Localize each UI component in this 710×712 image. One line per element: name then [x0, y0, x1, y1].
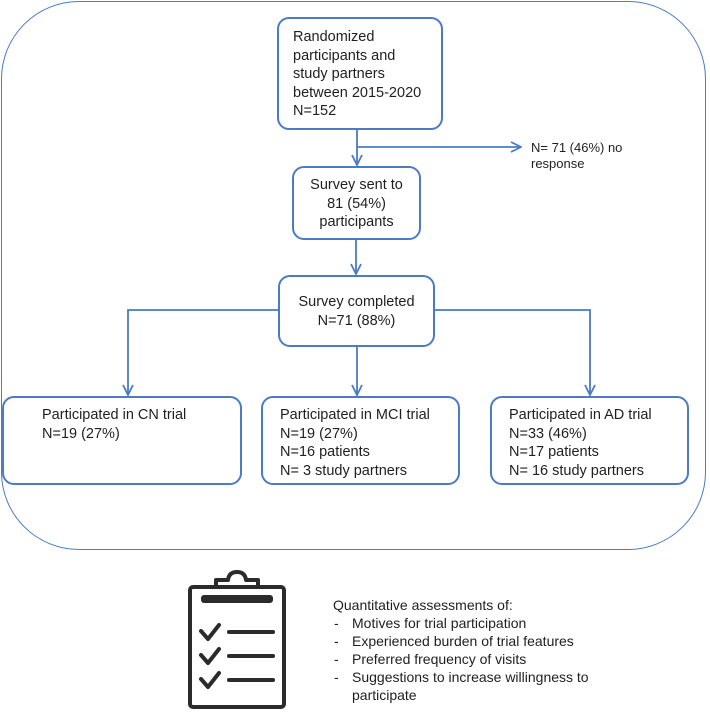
assessments-title: Quantitative assessments of:: [333, 597, 513, 613]
assessment-item: Experienced burden of trial features: [333, 632, 589, 650]
mci-trial-line: N=16 patients: [280, 444, 370, 460]
cn-trial-count: N=19 (27%): [42, 425, 120, 442]
survey-completed-line: Survey completed: [298, 294, 415, 310]
survey-sent-box: Survey sent to 81 (54%) participants: [292, 166, 421, 240]
no-response-note: N= 71 (46%) no response: [531, 140, 622, 172]
assessments-list: Quantitative assessments of: Motives for…: [333, 596, 589, 704]
ad-trial-box: Participated in AD trial N=33 (46%) N=17…: [490, 396, 689, 485]
survey-sent-line: 81 (54%): [327, 195, 386, 212]
assessment-item: Preferred frequency of visits: [333, 650, 589, 668]
assessment-item-text: Motives for trial participation: [352, 615, 527, 631]
survey-completed-count: N=71 (88%): [317, 312, 396, 329]
ad-trial-line: N=17 patients: [509, 444, 599, 460]
mci-trial-line: Participated in MCI trial: [280, 407, 430, 423]
assessment-item-text: Suggestions to increase willingness to: [352, 669, 589, 685]
survey-completed-box: Survey completed N=71 (88%): [278, 275, 435, 347]
randomized-line: between 2015-2020: [293, 84, 422, 101]
randomized-line: participants and: [293, 47, 396, 64]
mci-trial-count: N=19 (27%): [280, 425, 358, 442]
mci-trial-line: N= 3 study partners: [280, 462, 407, 479]
randomized-line: Randomized: [293, 29, 375, 45]
ad-trial-line: N= 16 study partners: [509, 462, 645, 479]
randomized-box: Randomized participants and study partne…: [277, 17, 443, 130]
arrow-completed-to-ad-trial: [434, 309, 590, 395]
survey-sent-line: Survey sent to: [310, 177, 403, 193]
survey-sent-line: participants: [319, 214, 394, 230]
ad-trial-count: N=33 (46%): [509, 425, 587, 442]
clipboard-checklist-icon: [188, 570, 286, 709]
cn-trial-box: Participated in CN trial N=19 (27%): [2, 396, 242, 485]
no-response-line: response: [531, 156, 585, 171]
assessment-item: Suggestions to increase willingness to p…: [333, 668, 589, 704]
no-response-line: N= 71 (46%) no: [531, 140, 623, 155]
study-outline-frame: [1, 1, 706, 550]
assessment-item: Motives for trial participation: [333, 614, 589, 632]
mci-trial-box: Participated in MCI trial N=19 (27%) N=1…: [261, 396, 460, 485]
randomized-count: N=152: [293, 103, 337, 119]
assessment-item-text: participate: [352, 687, 417, 703]
randomized-line: study partners: [293, 66, 385, 82]
arrow-completed-to-cn-trial: [128, 309, 279, 395]
assessment-item-text: Preferred frequency of visits: [352, 651, 527, 667]
cn-trial-line: Participated in CN trial: [42, 407, 187, 423]
ad-trial-line: Participated in AD trial: [509, 407, 652, 423]
assessment-item-text: Experienced burden of trial features: [352, 633, 574, 649]
